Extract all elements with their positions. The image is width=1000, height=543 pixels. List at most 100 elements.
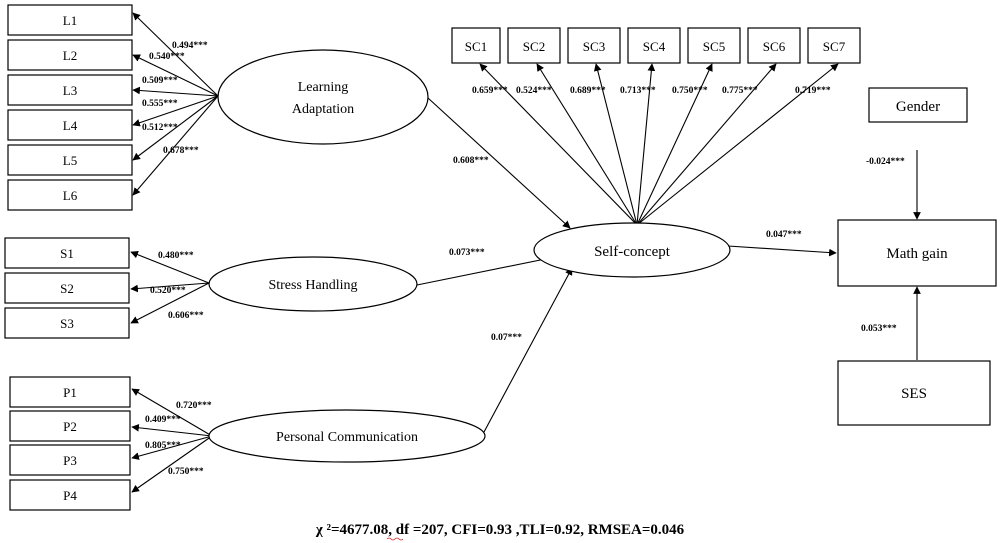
coef-stress-to-sc: 0.073*** bbox=[449, 248, 485, 258]
latent-stress-label: Stress Handling bbox=[268, 278, 357, 293]
indicator-box-sc4 bbox=[627, 27, 681, 64]
indicator-box-p2 bbox=[9, 410, 131, 442]
observed-ses-label: SES bbox=[901, 386, 927, 402]
latent-self-concept-label: Self-concept bbox=[594, 244, 671, 260]
arrow-learning-l6 bbox=[132, 95, 219, 196]
arrow-sc-sc3 bbox=[593, 63, 638, 226]
indicator-box-sc7 bbox=[807, 27, 861, 64]
latent-self-concept bbox=[533, 222, 731, 278]
indicator-box-l2 bbox=[7, 39, 133, 71]
indicator-box-p4 bbox=[9, 479, 131, 511]
fit-statistics: χ ²=4677.08, df =207, CFI=0.93 ,TLI=0.92… bbox=[315, 522, 685, 538]
fit-values: =4677.08, df =207, CFI=0.93 ,TLI=0.92, R… bbox=[331, 522, 685, 538]
arrow-sc-sc1 bbox=[479, 63, 638, 226]
indicator-label-l2: L2 bbox=[63, 48, 77, 63]
latent-learning-adaptation bbox=[217, 49, 429, 145]
latent-stress-handling bbox=[208, 256, 418, 312]
stress-indicators: S1 S2 S3 bbox=[4, 237, 130, 339]
indicator-label-s1: S1 bbox=[60, 246, 74, 261]
loading-l6: 0.678*** bbox=[163, 146, 199, 156]
indicator-box-l4 bbox=[7, 109, 133, 141]
loading-sc6: 0.775*** bbox=[722, 86, 758, 96]
loading-p3: 0.805*** bbox=[145, 441, 181, 451]
loading-sc1: 0.659*** bbox=[472, 86, 508, 96]
loading-p1: 0.720*** bbox=[176, 401, 212, 411]
indicator-box-s2 bbox=[4, 272, 130, 304]
communication-loadings: 0.720*** 0.409*** 0.805*** 0.750*** bbox=[145, 401, 212, 477]
coef-ses-to-math: 0.053*** bbox=[861, 324, 897, 334]
indicator-box-sc2 bbox=[507, 27, 561, 64]
loading-l4: 0.555*** bbox=[142, 99, 178, 109]
indicator-label-l3: L3 bbox=[63, 83, 77, 98]
loading-s1: 0.480*** bbox=[158, 251, 194, 261]
arrow-stress-s3 bbox=[130, 282, 210, 324]
arrow-sc-sc6 bbox=[636, 63, 777, 226]
learning-indicators: L1 L2 L3 L4 L5 L6 bbox=[7, 4, 133, 211]
indicator-box-l1 bbox=[7, 4, 133, 36]
communication-indicators: P1 P2 P3 P4 bbox=[9, 376, 131, 511]
indicator-box-l5 bbox=[7, 144, 133, 176]
fit-chi-symbol: χ ² bbox=[315, 522, 332, 538]
loading-l1: 0.494*** bbox=[172, 41, 208, 51]
indicator-label-p2: P2 bbox=[63, 419, 77, 434]
loading-sc2: 0.524*** bbox=[516, 86, 552, 96]
loading-s3: 0.606*** bbox=[168, 311, 204, 321]
indicator-label-sc4: SC4 bbox=[643, 39, 666, 54]
coef-sc-to-math: 0.047*** bbox=[766, 230, 802, 240]
structural-coefficients: 0.608*** 0.073*** 0.07*** 0.047*** -0.02… bbox=[449, 156, 905, 343]
path-communication-to-self-concept bbox=[483, 267, 573, 433]
arrow-learning-l1 bbox=[132, 12, 219, 97]
loading-s2: 0.520*** bbox=[150, 286, 186, 296]
indicator-label-sc3: SC3 bbox=[583, 39, 605, 54]
loading-sc3: 0.689*** bbox=[570, 86, 606, 96]
latent-personal-communication bbox=[208, 409, 486, 463]
arrow-learning-l4 bbox=[132, 95, 219, 127]
indicator-box-s1 bbox=[4, 237, 130, 269]
indicator-box-l6 bbox=[7, 179, 133, 211]
indicator-box-p3 bbox=[9, 444, 131, 476]
latent-learning-label-1: Learning bbox=[298, 80, 349, 95]
learning-loading-arrows bbox=[132, 12, 219, 196]
arrow-learning-l2 bbox=[132, 54, 219, 97]
arrow-sc-sc2 bbox=[536, 63, 638, 226]
loading-sc5: 0.750*** bbox=[672, 86, 708, 96]
learning-loadings: 0.494*** 0.540*** 0.509*** 0.555*** 0.51… bbox=[142, 41, 208, 156]
arrow-comm-p3 bbox=[131, 435, 213, 460]
indicator-label-sc1: SC1 bbox=[465, 39, 487, 54]
indicator-label-sc6: SC6 bbox=[763, 39, 786, 54]
loading-p2: 0.409*** bbox=[145, 415, 181, 425]
self-concept-indicators: SC1 SC2 SC3 SC4 SC5 SC6 SC7 bbox=[451, 27, 861, 64]
arrow-stress-s2 bbox=[130, 282, 210, 293]
spellcheck-underline bbox=[386, 537, 404, 541]
indicator-label-sc5: SC5 bbox=[703, 39, 725, 54]
indicator-label-l6: L6 bbox=[63, 188, 78, 203]
indicator-label-s3: S3 bbox=[60, 316, 74, 331]
latent-learning-label-2: Adaptation bbox=[292, 102, 354, 117]
loading-sc7: 0.719*** bbox=[795, 86, 831, 96]
arrow-comm-p2 bbox=[131, 423, 213, 437]
coef-gender-to-math: -0.024*** bbox=[866, 157, 905, 167]
coef-comm-to-sc: 0.07*** bbox=[491, 333, 522, 343]
observed-math-gain-label: Math gain bbox=[886, 246, 948, 262]
arrow-learning-l5 bbox=[132, 95, 219, 161]
indicator-label-sc7: SC7 bbox=[823, 39, 846, 54]
indicator-label-p1: P1 bbox=[63, 385, 77, 400]
arrow-stress-s1 bbox=[130, 250, 210, 284]
indicator-box-s3 bbox=[4, 307, 130, 339]
indicator-label-s2: S2 bbox=[60, 281, 74, 296]
stress-loading-arrows bbox=[130, 250, 210, 324]
self-concept-loadings: 0.659*** 0.524*** 0.689*** 0.713*** 0.75… bbox=[472, 86, 831, 96]
loading-p4: 0.750*** bbox=[168, 467, 204, 477]
loading-l2: 0.540*** bbox=[149, 52, 185, 62]
indicator-box-p1 bbox=[9, 376, 131, 408]
latent-communication-label: Personal Communication bbox=[276, 430, 418, 445]
indicator-label-l1: L1 bbox=[63, 13, 77, 28]
observed-math-gain-box bbox=[837, 219, 997, 287]
indicator-label-sc2: SC2 bbox=[523, 39, 545, 54]
arrow-comm-p4 bbox=[131, 435, 213, 493]
indicator-box-l3 bbox=[7, 74, 133, 106]
path-learning-to-self-concept bbox=[427, 97, 571, 229]
communication-loading-arrows bbox=[131, 388, 213, 493]
coef-learning-to-sc: 0.608*** bbox=[453, 156, 489, 166]
